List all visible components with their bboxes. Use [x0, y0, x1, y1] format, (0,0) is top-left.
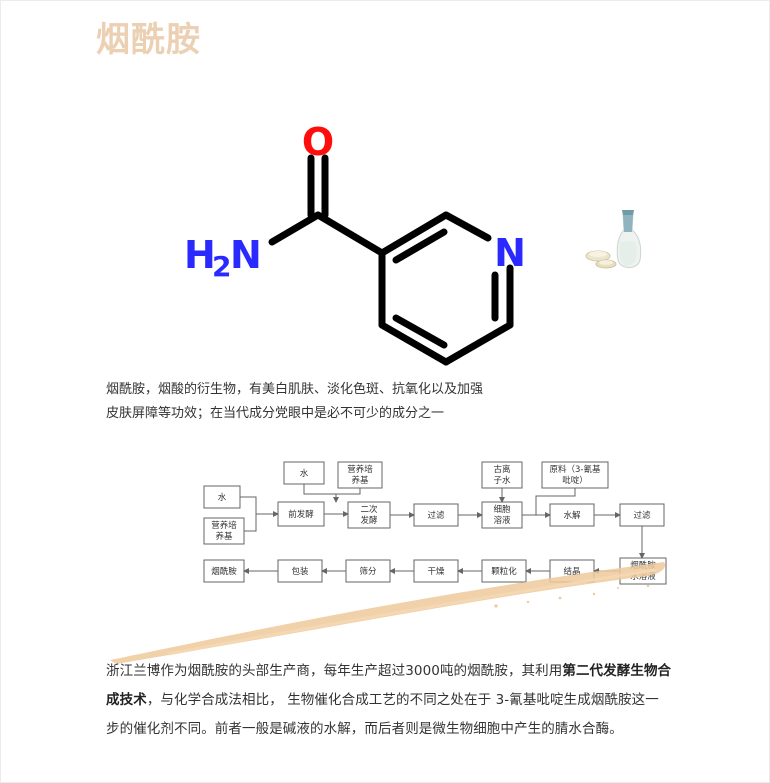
decorative-brush-stroke [110, 562, 666, 664]
svg-text:水: 水 [218, 492, 227, 503]
production-flowchart: 水 营养培 养基 古离 子水 原料（3-氰基 吡啶） 水 营养培 养基 前发酵 … [203, 461, 667, 585]
bond-ring-2 [442, 211, 492, 242]
sake-bottle-illustration [585, 210, 642, 269]
bond-c-ring [314, 211, 386, 257]
body-highlight: 第二代发酵生物合成技术 [106, 663, 672, 708]
bond-ring-5 [378, 321, 450, 366]
svg-text:过滤: 过滤 [633, 510, 651, 521]
flow-box-hydrolysis: 水解 [549, 503, 595, 527]
atom-nitrogen-ring: N [494, 231, 526, 275]
svg-text:颗粒化: 颗粒化 [491, 566, 517, 577]
svg-text:养基: 养基 [351, 475, 369, 486]
flow-box-deionized-water: 古离 子水 [481, 461, 523, 489]
svg-text:烟酰胺: 烟酰胺 [211, 566, 237, 577]
svg-text:筛分: 筛分 [359, 566, 377, 577]
page-title: 烟酰胺 [96, 20, 201, 60]
svg-text:水解: 水解 [563, 510, 581, 521]
svg-text:过滤: 过滤 [427, 510, 445, 521]
intro-line-2: 皮肤屏障等功效；在当代成分党眼中是必不可少的成分之一 [106, 406, 445, 421]
bond-ring-1 [378, 211, 450, 257]
bond-ring-4 [442, 321, 514, 366]
flow-box-raw-material: 原料（3-氰基 吡啶） [541, 461, 609, 489]
flow-box-medium: 营养培 养基 [203, 517, 245, 545]
intro-paragraph: 烟酰胺，烟酸的衍生物，有美白肌肤、淡化色斑、抗氧化以及加强 皮肤屏障等功效；在当… [106, 378, 576, 426]
flow-box-medium-top: 营养培 养基 [337, 461, 383, 489]
body-text-part-1: 浙江兰博作为烟酰胺的头部生产商，每年生产超过3000吨的烟酰胺，其利用 [106, 663, 563, 679]
svg-text:古离: 古离 [493, 464, 510, 475]
atom-hydrogen: H [184, 233, 216, 277]
svg-text:原料（3-氰基: 原料（3-氰基 [550, 464, 601, 475]
bond-inner-3 [392, 314, 448, 349]
atom-nitrogen-amide: N [230, 233, 262, 277]
svg-text:发酵: 发酵 [360, 515, 378, 526]
body-paragraph: 浙江兰博作为烟酰胺的头部生产商，每年生产超过3000吨的烟酰胺，其利用第二代发酵… [106, 657, 672, 744]
svg-text:干燥: 干燥 [427, 566, 445, 577]
svg-text:营养培: 营养培 [347, 464, 373, 475]
svg-text:包装: 包装 [291, 566, 309, 577]
svg-text:结晶: 结晶 [563, 566, 580, 577]
atom-hydrogen-subscript: 2 [212, 250, 231, 283]
flow-box-water: 水 [203, 485, 241, 509]
flow-box-cell-solution: 细胞 溶液 [481, 501, 523, 529]
intro-line-1: 烟酰胺，烟酸的衍生物，有美白肌肤、淡化色斑、抗氧化以及加强 [106, 382, 484, 397]
svg-text:二次: 二次 [360, 504, 378, 515]
flow-box-filter-1: 过滤 [413, 503, 459, 527]
flow-box-filter-2: 过滤 [619, 503, 665, 527]
flow-box-nicotinamide: 烟酰胺 [203, 559, 245, 583]
svg-text:子水: 子水 [493, 475, 511, 486]
svg-text:前发酵: 前发酵 [288, 509, 314, 520]
nicotinamide-structure: O N H 2 N [184, 120, 526, 366]
svg-text:溶液: 溶液 [493, 515, 511, 526]
bond-inner-1 [392, 228, 448, 264]
svg-text:水: 水 [300, 468, 309, 479]
flow-box-water-top: 水 [283, 461, 325, 485]
flow-box-secondary-fermentation: 二次 发酵 [347, 501, 391, 529]
atom-oxygen: O [302, 120, 334, 164]
flow-box-pre-fermentation: 前发酵 [277, 501, 325, 527]
svg-text:养基: 养基 [215, 531, 233, 542]
svg-text:吡啶）: 吡啶） [562, 475, 588, 486]
svg-text:营养培: 营养培 [211, 520, 237, 531]
body-text-part-2: ，与化学合成法相比， 生物催化合成工艺的不同之处在于 3-氰基吡啶生成烟酰胺这一… [106, 692, 659, 737]
bond-cn-amide [268, 211, 322, 246]
svg-text:细胞: 细胞 [493, 504, 511, 515]
flow-arrows [240, 484, 645, 574]
